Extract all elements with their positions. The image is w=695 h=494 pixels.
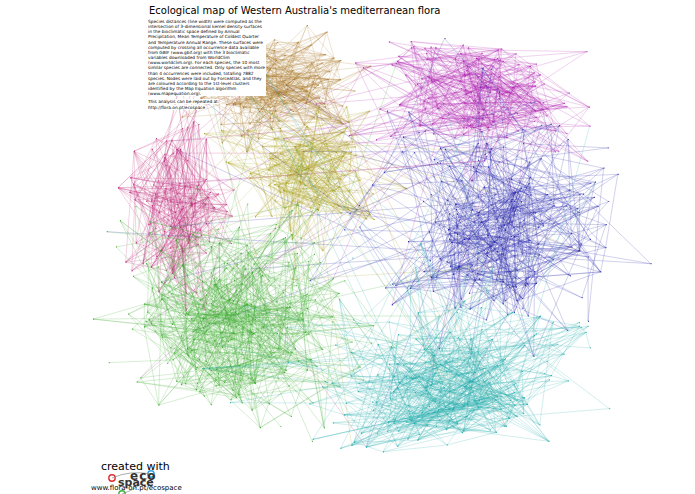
website-url: www.flora-on.pt/ecospace [91, 484, 182, 492]
repeat-note: This analysis can be repeated at: [148, 99, 219, 104]
cluster-nodes [203, 244, 611, 452]
repeat-url: http://flora.on.pt/ecospace [148, 105, 205, 110]
method-note: Species distances (line width) were comp… [148, 19, 266, 96]
map-title: Ecological map of Western Australia's me… [147, 5, 442, 16]
cluster-edges [203, 49, 610, 452]
cluster-nodes [118, 80, 246, 310]
